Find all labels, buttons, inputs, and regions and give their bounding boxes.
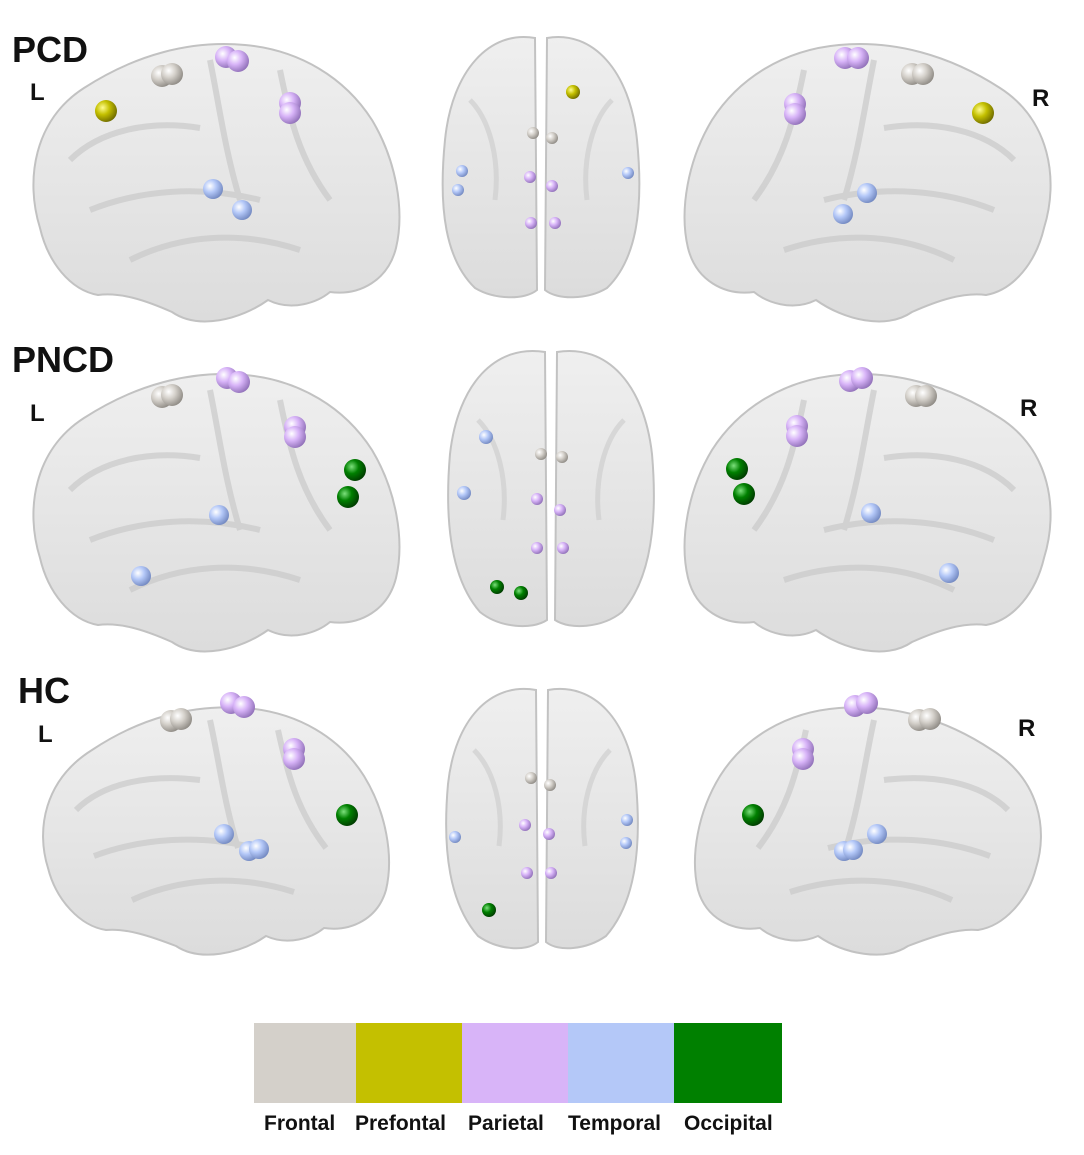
temporal-node bbox=[249, 839, 269, 859]
prefrontal-node bbox=[566, 85, 580, 99]
parietal-node bbox=[283, 748, 305, 770]
temporal-node bbox=[843, 840, 863, 860]
legend-swatch-occipital bbox=[674, 1023, 782, 1103]
legend-label-temporal: Temporal bbox=[568, 1112, 661, 1135]
temporal-node bbox=[232, 200, 252, 220]
legend-swatch-prefrontal bbox=[356, 1023, 464, 1103]
parietal-node bbox=[228, 371, 250, 393]
occipital-node bbox=[344, 459, 366, 481]
parietal-node bbox=[531, 493, 543, 505]
frontal-node bbox=[919, 708, 941, 730]
temporal-node bbox=[457, 486, 471, 500]
legend-swatch-parietal bbox=[462, 1023, 570, 1103]
frontal-node bbox=[912, 63, 934, 85]
temporal-node bbox=[861, 503, 881, 523]
right-hemisphere-label: R bbox=[1020, 395, 1037, 422]
legend-label-occipital: Occipital bbox=[684, 1112, 773, 1135]
axial-brain bbox=[447, 350, 655, 628]
temporal-node bbox=[939, 563, 959, 583]
occipital-node bbox=[482, 903, 496, 917]
group-label: HC bbox=[18, 670, 70, 711]
legend-swatch-temporal bbox=[568, 1023, 676, 1103]
parietal-node bbox=[554, 504, 566, 516]
parietal-node bbox=[279, 102, 301, 124]
temporal-node bbox=[833, 204, 853, 224]
parietal-node bbox=[531, 542, 543, 554]
temporal-node bbox=[622, 167, 634, 179]
occipital-node bbox=[733, 483, 755, 505]
parietal-node bbox=[549, 217, 561, 229]
parietal-node bbox=[521, 867, 533, 879]
left-hemisphere-label: L bbox=[30, 400, 45, 427]
legend-colorbar bbox=[254, 1023, 782, 1103]
axial-brain bbox=[445, 687, 639, 950]
frontal-node bbox=[161, 384, 183, 406]
row-hc: HC L R bbox=[18, 670, 1042, 956]
temporal-node bbox=[452, 184, 464, 196]
temporal-node bbox=[449, 831, 461, 843]
right-lateral-brain bbox=[683, 43, 1052, 323]
parietal-node bbox=[284, 426, 306, 448]
parietal-node bbox=[543, 828, 555, 840]
parietal-node bbox=[525, 217, 537, 229]
frontal-node bbox=[525, 772, 537, 784]
left-hemisphere-label: L bbox=[38, 721, 53, 748]
legend-swatch-frontal bbox=[254, 1023, 358, 1103]
frontal-node bbox=[544, 779, 556, 791]
occipital-node bbox=[726, 458, 748, 480]
legend-label-parietal: Parietal bbox=[468, 1112, 544, 1135]
parietal-node bbox=[557, 542, 569, 554]
frontal-node bbox=[546, 132, 558, 144]
prefrontal-node bbox=[972, 102, 994, 124]
occipital-node bbox=[514, 586, 528, 600]
frontal-node bbox=[556, 451, 568, 463]
axial-brain bbox=[441, 36, 641, 299]
parietal-node bbox=[784, 103, 806, 125]
temporal-node bbox=[203, 179, 223, 199]
parietal-node bbox=[233, 696, 255, 718]
parietal-node bbox=[847, 47, 869, 69]
parietal-node bbox=[546, 180, 558, 192]
parietal-node bbox=[851, 367, 873, 389]
group-label: PCD bbox=[12, 29, 88, 70]
prefrontal-node bbox=[95, 100, 117, 122]
parietal-node bbox=[227, 50, 249, 72]
legend-label-prefrontal: Prefontal bbox=[355, 1112, 447, 1135]
left-hemisphere-label: L bbox=[30, 79, 45, 106]
occipital-node bbox=[336, 804, 358, 826]
temporal-node bbox=[131, 566, 151, 586]
group-label: PNCD bbox=[12, 339, 114, 380]
parietal-node bbox=[856, 692, 878, 714]
temporal-node bbox=[620, 837, 632, 849]
temporal-node bbox=[456, 165, 468, 177]
legend-label-frontal: Frontal bbox=[264, 1112, 336, 1135]
row-pncd: PNCD L R bbox=[12, 339, 1052, 653]
parietal-node bbox=[524, 171, 536, 183]
frontal-node bbox=[527, 127, 539, 139]
right-hemisphere-label: R bbox=[1018, 715, 1035, 742]
parietal-node bbox=[786, 425, 808, 447]
frontal-node bbox=[161, 63, 183, 85]
temporal-node bbox=[621, 814, 633, 826]
row-pcd: PCD L R bbox=[12, 29, 1052, 323]
frontal-node bbox=[170, 708, 192, 730]
temporal-node bbox=[209, 505, 229, 525]
occipital-node bbox=[490, 580, 504, 594]
occipital-node bbox=[742, 804, 764, 826]
parietal-node bbox=[792, 748, 814, 770]
temporal-node bbox=[867, 824, 887, 844]
occipital-node bbox=[337, 486, 359, 508]
temporal-node bbox=[214, 824, 234, 844]
frontal-node bbox=[915, 385, 937, 407]
temporal-node bbox=[857, 183, 877, 203]
parietal-node bbox=[519, 819, 531, 831]
right-hemisphere-label: R bbox=[1032, 85, 1049, 112]
temporal-node bbox=[479, 430, 493, 444]
parietal-node bbox=[545, 867, 557, 879]
frontal-node bbox=[535, 448, 547, 460]
